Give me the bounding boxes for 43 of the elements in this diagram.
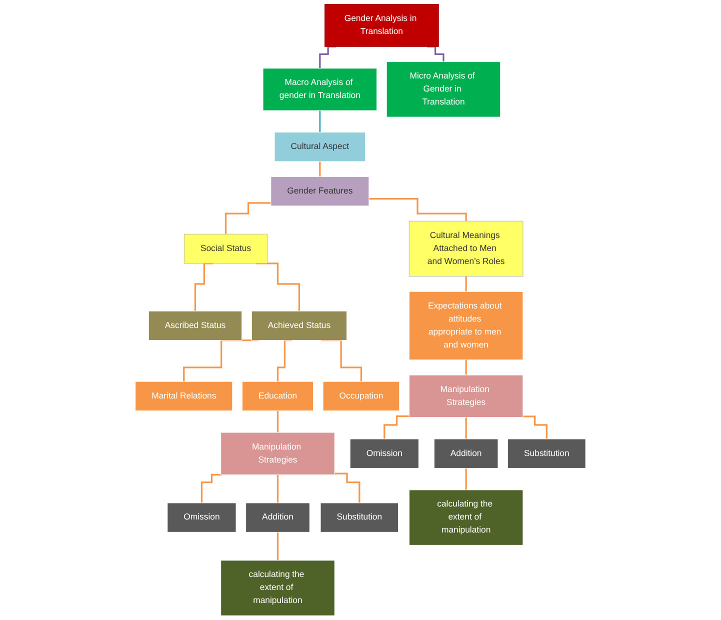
node-box: calculating the extent of manipulation xyxy=(408,490,524,546)
node-box: Marital Relations xyxy=(135,381,233,412)
node-box: Addition xyxy=(246,502,310,532)
connector xyxy=(465,359,467,376)
node-box: Education xyxy=(242,381,314,412)
connector xyxy=(276,474,279,504)
node-box: Omission xyxy=(167,502,236,532)
connector xyxy=(465,467,467,491)
connector xyxy=(256,262,300,312)
connector xyxy=(319,160,321,178)
node-box: Gender Analysis in Translation xyxy=(324,4,439,47)
node-box: Cultural Meanings Attached to Men and Women’s Roles xyxy=(408,220,524,277)
node-box: Omission xyxy=(350,438,420,468)
node-box: Micro Analysis of Gender in Translation xyxy=(386,62,501,118)
node-box: Expectations about attitudes appropriate to men and women xyxy=(408,291,524,360)
node-box: Substitution xyxy=(320,502,399,532)
node-box: Occupation xyxy=(322,381,400,412)
connector xyxy=(194,262,214,312)
node-box: Ascribed Status xyxy=(148,310,242,341)
connector xyxy=(224,202,271,235)
node-box: calculating the extent of manipulation xyxy=(220,560,335,616)
connector xyxy=(183,340,259,382)
node-box: Addition xyxy=(434,438,498,468)
node-box: Achieved Status xyxy=(251,310,348,341)
connector xyxy=(200,474,222,504)
connector xyxy=(465,276,467,292)
connector xyxy=(321,340,362,382)
node-box: Social Status xyxy=(184,234,268,264)
node-box: Manipulation Strategies xyxy=(220,432,335,476)
connector xyxy=(384,415,410,440)
connector xyxy=(523,416,548,440)
connector xyxy=(276,531,279,562)
node-box: Macro Analysis of gender in Translation xyxy=(262,68,378,111)
node-box: Cultural Aspect xyxy=(274,132,366,162)
connector xyxy=(334,472,360,504)
node-box: Manipulation Strategies xyxy=(408,374,524,418)
connector xyxy=(276,410,279,434)
node-box: Substitution xyxy=(508,438,586,468)
connector xyxy=(465,416,467,440)
connector xyxy=(276,340,292,382)
connector xyxy=(368,198,467,222)
connector xyxy=(319,110,321,134)
node-box: Gender Features xyxy=(270,176,370,206)
